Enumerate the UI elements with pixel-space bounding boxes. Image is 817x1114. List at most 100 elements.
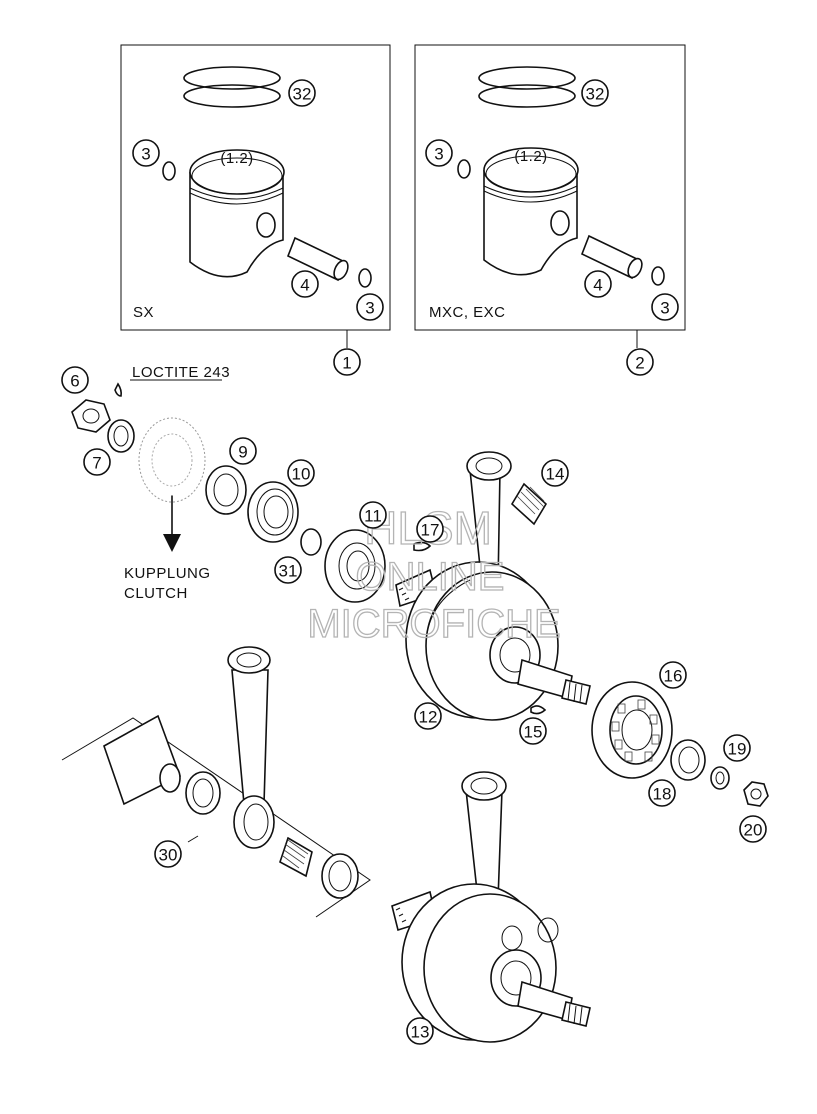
callout-circle [291,270,319,298]
shaft-seal-9 [205,465,247,515]
circlip-icon [457,159,471,179]
arrow-down-icon [163,534,181,552]
callout-9: 9 [229,437,257,465]
main-bearing-16 [591,681,673,779]
callout-number: 17 [421,521,440,540]
callout-17: 17 [416,515,444,543]
callout-number: 32 [293,85,312,104]
piston-ring-upper [183,66,281,90]
crankshaft-complete-13 [391,771,591,1043]
callout-12: 12 [414,702,442,730]
callout-13: 13 [406,1017,434,1045]
callout-15: 15 [519,717,547,745]
callout-circle [154,840,182,868]
callout-32: 32 [288,79,316,107]
callout-2: 2 [626,348,654,376]
callout-circle [356,293,384,321]
callout-circle [274,556,302,584]
callout-number: 14 [546,465,565,484]
circlip-icon [162,161,176,181]
callout-19: 19 [723,734,751,762]
main-bearing-11 [324,529,386,603]
callout-31: 31 [274,556,302,584]
callout-16: 16 [659,661,687,689]
hex-nut-icon [743,781,769,807]
callout-4: 4 [291,270,319,298]
callout-circle [416,515,444,543]
watermark: HLSM ONLINE MICROFICHE [307,501,562,646]
callout-number: 9 [238,443,247,462]
piston-pin [286,236,349,282]
callouts: 3234313234326791031111714121516191820301… [61,79,767,1045]
watermark-line3: MICROFICHE [307,602,560,646]
callout-number: 13 [411,1023,430,1042]
callout-circle [626,348,654,376]
callout-circle [132,139,160,167]
callout-circle [288,79,316,107]
shaft-seal-10 [247,481,299,543]
callout-20: 20 [739,815,767,843]
callout-circle [333,348,361,376]
callout-30: 30 [154,840,182,868]
callout-18: 18 [648,779,676,807]
circlip-icon [358,268,372,288]
clutch-label-en: CLUTCH [124,585,188,602]
sx-piston-panel: (1.2) SX [120,44,391,348]
lock-washer [107,419,135,453]
callout-circle [659,661,687,689]
conrod-kit-30 [61,646,371,918]
mxc-exc-piston-panel: (1.2) MXC, EXC [414,44,686,348]
piston-marking-mxc: (1.2) [514,148,547,165]
shaft-seal-18 [670,739,706,781]
callout-circle [648,779,676,807]
piston-marking-sx: (1.2) [220,150,253,167]
callout-number: 2 [635,354,644,373]
callout-circle [83,448,111,476]
o-ring-31 [300,528,322,556]
clutch-ghost-icon [138,417,206,503]
callout-circle [414,702,442,730]
callout-11: 11 [359,501,387,529]
callout-number: 7 [92,454,101,473]
watermark-line2: ONLINE [356,555,505,599]
callout-circle [359,501,387,529]
callout-number: 31 [279,562,298,581]
callout-3: 3 [132,139,160,167]
callout-number: 6 [70,372,79,391]
sx-piston: (1.2) [189,149,285,278]
callout-number: 12 [419,708,438,727]
piston-pin [580,234,643,280]
callout-number: 18 [653,785,672,804]
callout-6: 6 [61,366,89,394]
callout-number: 3 [434,145,443,164]
callout-circle [287,459,315,487]
crankshaft-assembly-12 [395,451,591,721]
callout-number: 1 [342,354,351,373]
piston-ring-upper [478,66,576,90]
mxc-piston: (1.2) [483,147,579,276]
callout-7: 7 [83,448,111,476]
callout-circle [519,717,547,745]
callout-4: 4 [584,270,612,298]
callout-14: 14 [541,459,569,487]
callout-number: 4 [593,276,602,295]
woodruff-key-15 [530,705,547,715]
circlip-icon [651,266,665,286]
callout-circle [651,293,679,321]
clutch-reference: KUPPLUNG CLUTCH [124,417,210,602]
callout-circle [723,734,751,762]
callout-number: 3 [660,299,669,318]
piston-ring-lower [183,84,281,108]
callout-1: 1 [333,348,361,376]
callout-number: 32 [586,85,605,104]
callout-circle [541,459,569,487]
callout-circle [406,1017,434,1045]
callout-circle [739,815,767,843]
loctite-label: LOCTITE 243 [132,364,230,381]
crank-nut-group: LOCTITE 243 [71,364,230,453]
sx-panel-frame [120,44,391,331]
callout-number: 16 [664,667,683,686]
loctite-drop-icon [114,382,122,397]
callout-number: 19 [728,740,747,759]
hex-nut-20 [743,781,769,807]
